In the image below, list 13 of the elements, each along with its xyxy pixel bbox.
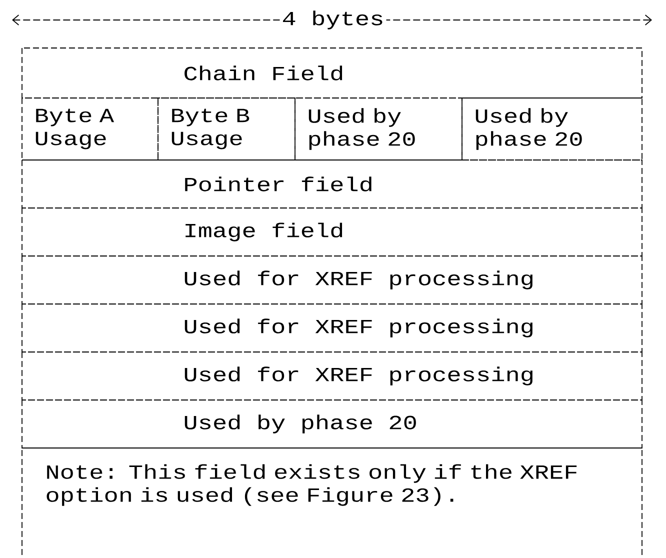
dimension-label: 4 bytes [280,8,386,32]
table-row: Used by phase 20 [22,400,642,448]
table-cell: Byte A Usage [22,98,158,160]
table-row: Chain Field [22,48,642,98]
table-row: Pointer field [22,160,642,208]
table-row: Used for XREF processing [22,304,642,352]
table-row: Used for XREF processing [22,352,642,400]
table-cell: Byte B Usage [158,98,296,160]
table-row: Image field [22,208,642,256]
table-row: Used for XREF processing [22,256,642,304]
table-cell: Used by phase 20 [294,98,462,160]
note-cell: Note: This field exists only if the XREF option is used (see Figure 23). [22,448,642,558]
table-cell: Used by phase 20 [462,98,642,160]
